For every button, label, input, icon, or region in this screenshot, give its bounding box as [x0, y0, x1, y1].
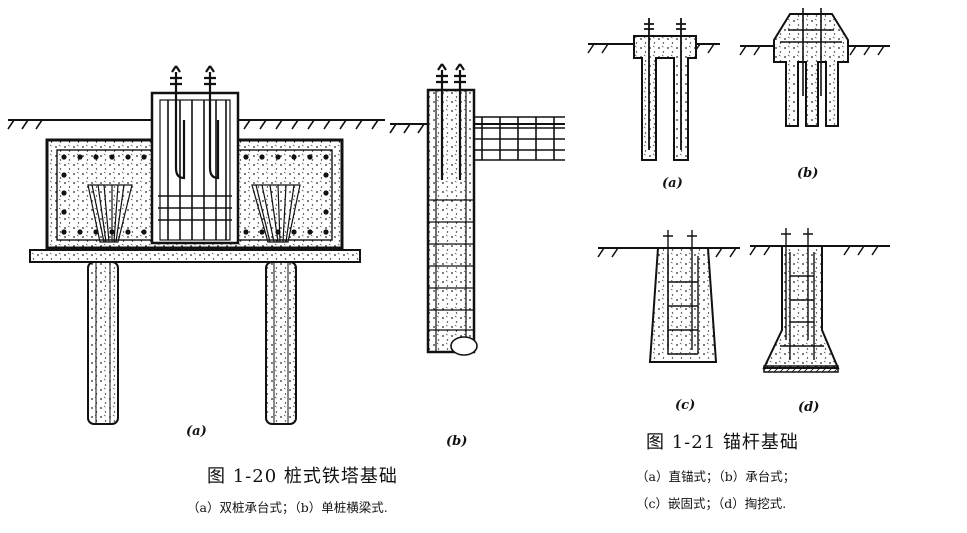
- rebar-dots: [61, 154, 329, 235]
- fig-1-21b-label: (b): [797, 166, 819, 181]
- anchor-cap: [633, 35, 697, 161]
- anchor-bolts: [170, 65, 220, 180]
- excavated-block: [762, 245, 840, 369]
- fig-1-21-subtitle-line2: （c）嵌固式；（d）掏挖式.: [636, 496, 787, 511]
- pile-bells: [87, 184, 301, 243]
- base-slab: [29, 249, 361, 263]
- fig-1-21b-cap-anchor: [739, 8, 890, 127]
- anchor-bolts: [436, 63, 466, 180]
- fig-1-21d-label: (d): [798, 400, 820, 415]
- fig-1-21-subtitle-line1: （a）直锚式；（b）承台式；: [636, 469, 796, 484]
- fig-1-21c-label: (c): [675, 398, 696, 413]
- embedded-block: [648, 247, 718, 363]
- right-pile: [265, 261, 297, 425]
- left-pile: [87, 261, 119, 425]
- fig-1-21-title: 图 1-21 锚杆基础: [646, 432, 799, 453]
- fig-1-21c-embedded-anchor: [597, 230, 740, 363]
- fig-1-20b-single-pile-beam: [389, 63, 565, 356]
- fig-1-20-subtitle: （a）双桩承台式；（b）单桩横梁式.: [187, 500, 388, 515]
- fig-1-20-title: 图 1-20 桩式铁塔基础: [207, 466, 398, 487]
- pedestal-rebar: [158, 100, 232, 240]
- fig-1-21a-label: (a): [662, 176, 683, 191]
- fig-1-20a-label: (a): [186, 424, 207, 439]
- fig-1-20a-two-pile-cap: [7, 65, 385, 425]
- fig-1-20b-label: (b): [446, 434, 468, 449]
- pedestal: [150, 91, 240, 245]
- fig-1-21d-excavated-anchor: [749, 228, 890, 373]
- single-pile: [426, 88, 476, 354]
- fig-1-21a-direct-anchor: [587, 18, 720, 161]
